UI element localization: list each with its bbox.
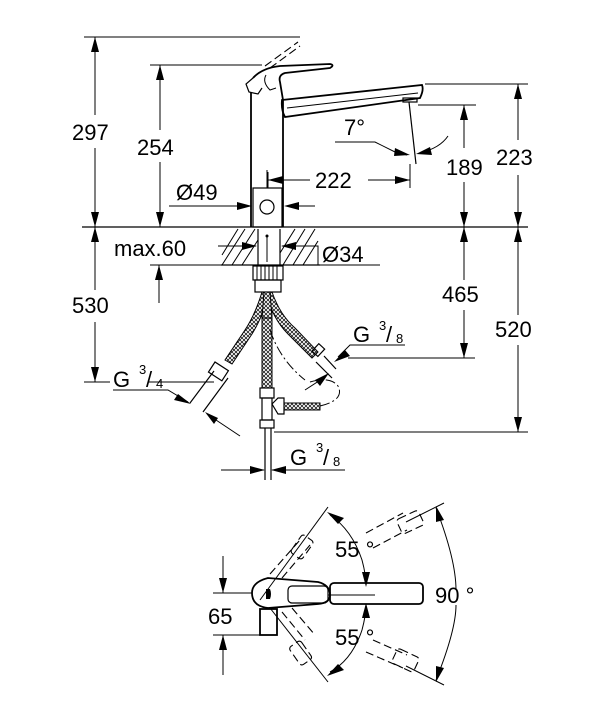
dim-254-label: 254 bbox=[137, 135, 174, 160]
connection-right bbox=[311, 342, 337, 379]
dim-520: 520 bbox=[274, 227, 532, 433]
worktop-section bbox=[221, 228, 320, 266]
dim-530-label: 530 bbox=[72, 293, 109, 318]
dim-297-label: 297 bbox=[72, 120, 109, 145]
dim-55-up-label: 55 ° bbox=[335, 537, 374, 562]
dim-65-label: 65 bbox=[208, 604, 232, 629]
dim-angle-90: 90 ° bbox=[405, 502, 474, 686]
dim-7-label: 7° bbox=[344, 115, 365, 140]
svg-text:/: / bbox=[386, 322, 393, 347]
dim-465-label: 465 bbox=[442, 282, 479, 307]
dim-254: 254 bbox=[137, 64, 262, 227]
connection-left bbox=[189, 361, 230, 413]
dim-34-label: Ø34 bbox=[322, 242, 364, 267]
dim-297: 297 bbox=[72, 36, 300, 227]
svg-text:8: 8 bbox=[396, 331, 403, 346]
dim-angle-55-down: 55 ° bbox=[269, 603, 374, 683]
svg-text:G: G bbox=[290, 445, 307, 470]
dim-222: 222 bbox=[267, 164, 411, 193]
dim-520-label: 520 bbox=[495, 317, 532, 342]
thread-label-bottom: G 3 / 8 bbox=[221, 440, 345, 474]
dim-223: 223 bbox=[425, 83, 533, 227]
dim-max60-label: max.60 bbox=[114, 236, 186, 261]
dim-diameter-34: Ø34 bbox=[300, 242, 380, 267]
svg-text:G: G bbox=[353, 322, 370, 347]
dim-222-label: 222 bbox=[315, 168, 352, 193]
tee-fitting bbox=[259, 329, 340, 480]
thread-label-right: G 3 / 8 bbox=[304, 318, 475, 391]
body-aerator-circle bbox=[259, 199, 275, 215]
dim-angle-55-up: 55 ° bbox=[259, 506, 374, 601]
top-view: 55 ° 55 ° 90 ° 65 bbox=[208, 502, 474, 686]
dim-angle-7: 7° bbox=[335, 115, 449, 156]
spout bbox=[280, 84, 424, 118]
svg-text:/: / bbox=[146, 367, 153, 392]
svg-text:G: G bbox=[113, 367, 130, 392]
supply-hoses bbox=[189, 291, 340, 480]
tap-body bbox=[250, 92, 284, 262]
dim-55-down-label: 55 ° bbox=[335, 625, 374, 650]
outlet-axis bbox=[408, 101, 417, 165]
top-lever bbox=[251, 577, 424, 636]
dim-65: 65 bbox=[208, 556, 262, 675]
threaded-shank bbox=[252, 265, 284, 293]
svg-text:4: 4 bbox=[156, 376, 163, 391]
hose-right bbox=[265, 291, 319, 359]
dim-max-60: max.60 bbox=[114, 236, 300, 303]
hose-center bbox=[261, 309, 273, 389]
dim-530: 530 bbox=[72, 227, 110, 383]
svg-text:3: 3 bbox=[139, 362, 146, 377]
dim-189-label: 189 bbox=[446, 155, 483, 180]
side-view: 297 254 Ø49 max.60 bbox=[72, 36, 533, 480]
lever-handle bbox=[245, 41, 334, 101]
dim-diameter-49: Ø49 bbox=[169, 180, 315, 210]
svg-text:/: / bbox=[323, 445, 330, 470]
dim-465: 465 bbox=[442, 227, 479, 358]
svg-text:3: 3 bbox=[379, 318, 386, 333]
dim-49-label: Ø49 bbox=[176, 180, 218, 205]
swivel-positions-dashed bbox=[269, 510, 425, 673]
dim-189: 189 bbox=[418, 104, 483, 227]
dim-90-label: 90 ° bbox=[435, 583, 474, 608]
svg-text:8: 8 bbox=[333, 454, 340, 469]
dim-223-label: 223 bbox=[496, 145, 533, 170]
thread-label-left: G 3 / 4 bbox=[113, 362, 241, 437]
svg-text:3: 3 bbox=[316, 440, 323, 455]
